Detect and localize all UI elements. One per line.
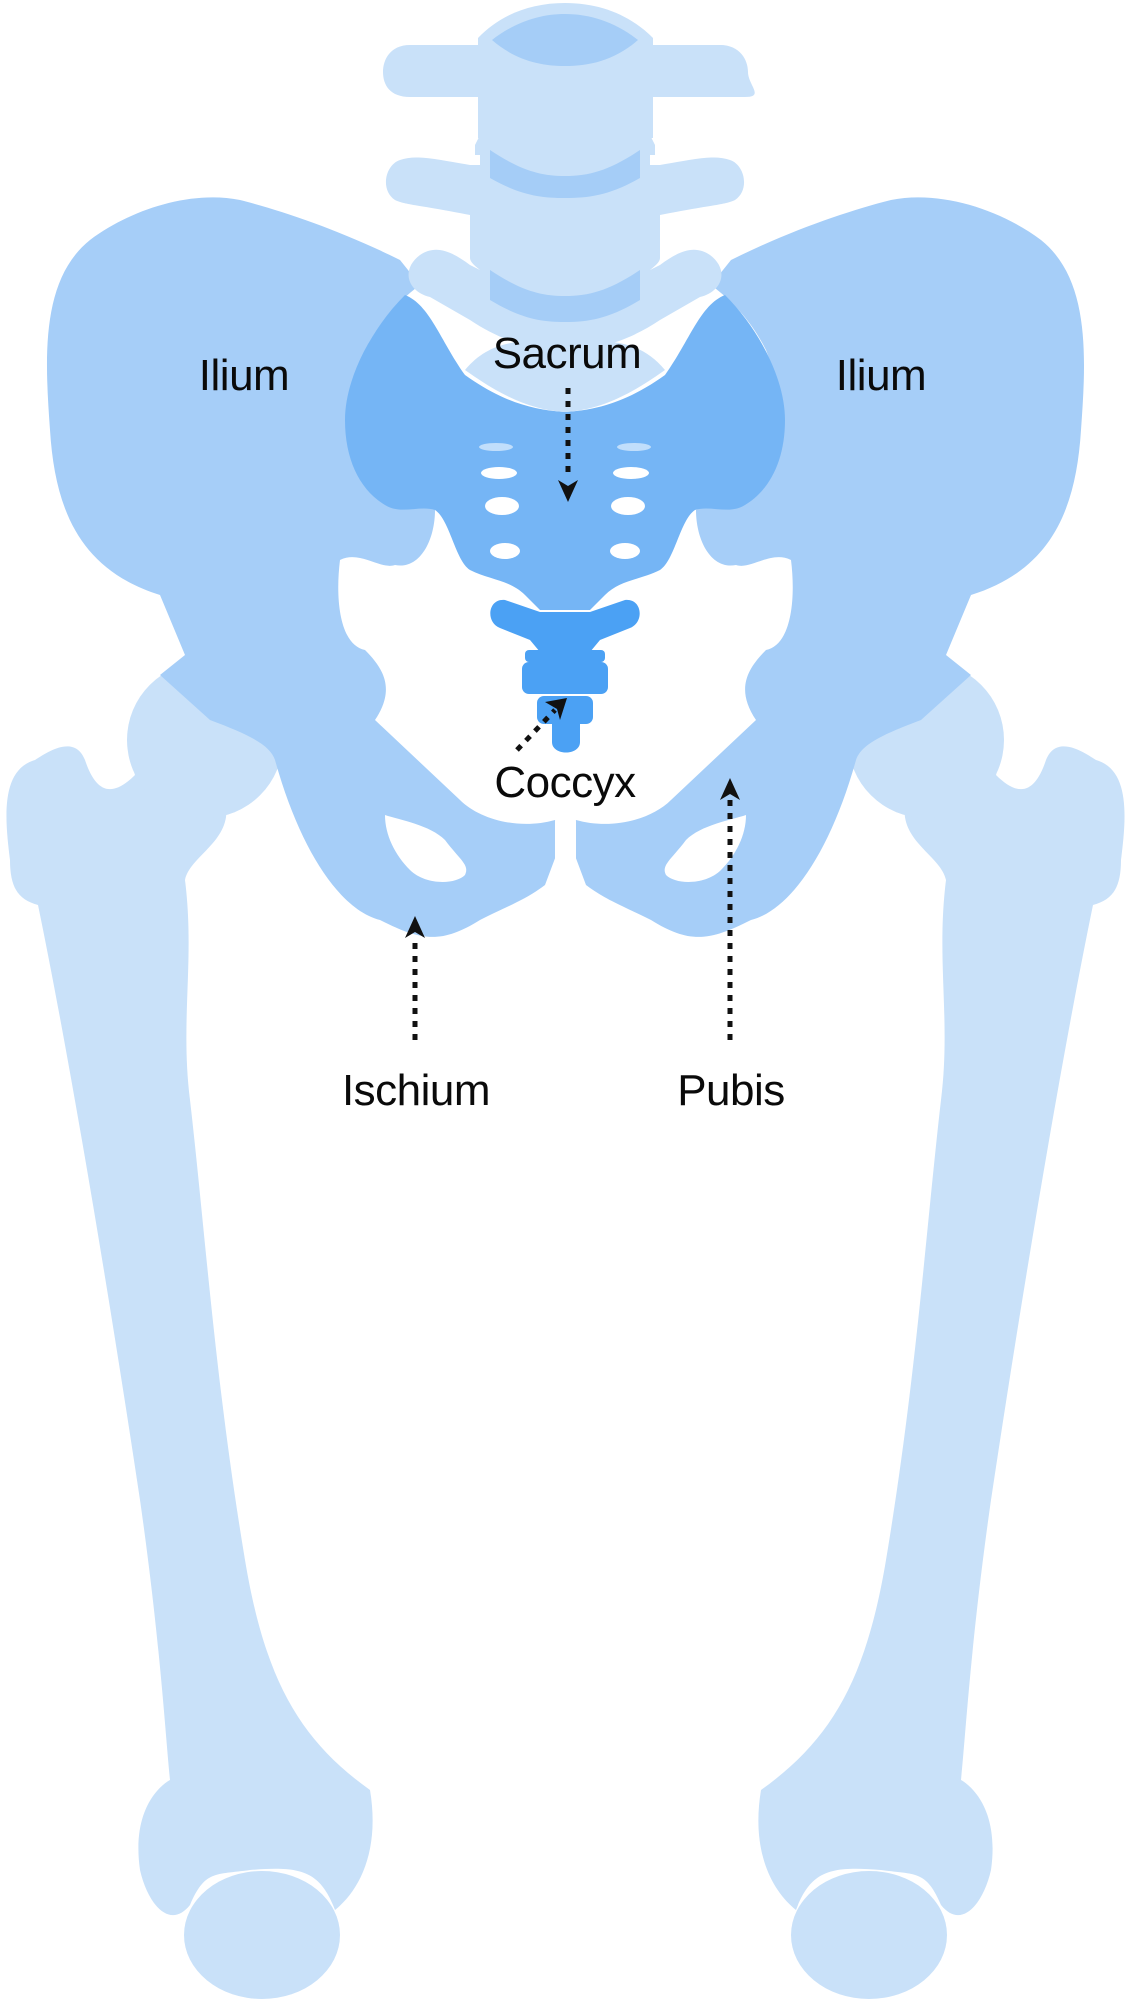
coccyx-arrow [515, 698, 567, 752]
label-sacrum: Sacrum [493, 329, 642, 378]
coccyx-bone [490, 599, 640, 753]
symphysis-gap-right [566, 820, 576, 870]
label-pubis: Pubis [677, 1066, 785, 1115]
sacrum-bone [345, 295, 785, 610]
label-coccyx: Coccyx [494, 758, 636, 807]
lumbar-vertebrae [383, 3, 755, 412]
symphysis-gap [555, 820, 565, 870]
label-ilium-right: Ilium [836, 351, 926, 400]
pubis-arrow [720, 778, 740, 1040]
sacrum-arrow [558, 388, 578, 502]
label-ilium-left: Ilium [199, 351, 289, 400]
sacral-foramina [479, 443, 651, 559]
hip-bone-left [46, 197, 561, 937]
ischium-arrow [405, 916, 425, 1040]
label-ischium: Ischium [342, 1066, 490, 1115]
hip-bone-right [571, 197, 1085, 937]
